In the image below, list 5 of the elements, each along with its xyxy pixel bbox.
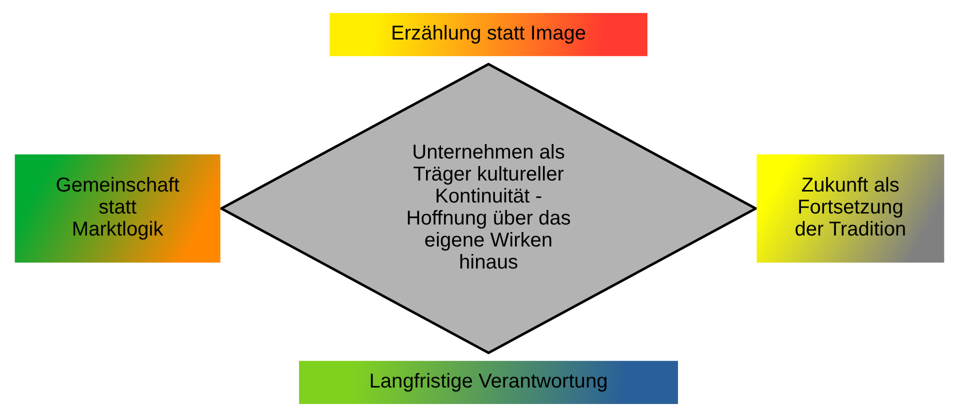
- node-box: Zukunft als Fortsetzung der Tradition: [756, 154, 944, 262]
- node-box: Langfristige Verantwortung: [298, 360, 678, 404]
- node-diamond: Unternehmen als Träger kultureller Kontinuität - Hoffnung über das eigene Wirken hinaus: [218, 62, 758, 354]
- node-box: Erzählung statt Image: [329, 12, 647, 56]
- node-box: Gemeinschaft statt Marktlogik: [14, 154, 220, 262]
